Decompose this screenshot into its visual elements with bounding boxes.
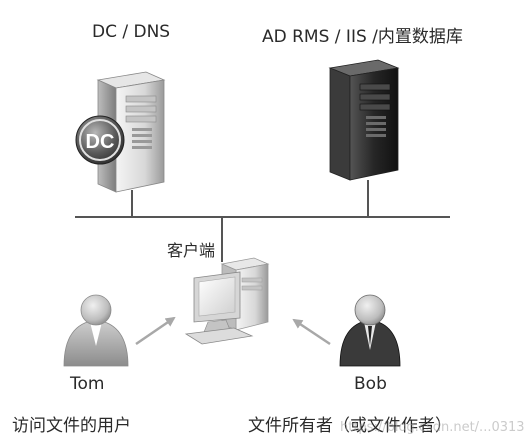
bob-role: 文件所有者（或文件作者）	[248, 416, 452, 436]
bob-user-icon	[339, 294, 401, 367]
tom-role: 访问文件的用户	[12, 416, 131, 436]
network-lines	[75, 180, 450, 262]
dc-dns-label: DC / DNS	[92, 22, 171, 42]
client-label: 客户端	[167, 241, 216, 260]
rms-server-icon	[328, 59, 400, 181]
dc-badge-icon: DC	[75, 115, 125, 165]
bob-arrow-icon	[292, 318, 331, 346]
bob-name: Bob	[354, 374, 387, 394]
tom-user-icon	[63, 294, 129, 367]
watermark-text: https://blog.csdn.net/...0313	[340, 420, 525, 435]
client-computer-icon	[184, 257, 270, 345]
tom-arrow-icon	[135, 316, 176, 346]
dc-badge-text: DC	[86, 131, 115, 153]
rms-server-label: AD RMS / IIS /内置数据库	[262, 27, 463, 47]
tom-name: Tom	[70, 374, 105, 394]
